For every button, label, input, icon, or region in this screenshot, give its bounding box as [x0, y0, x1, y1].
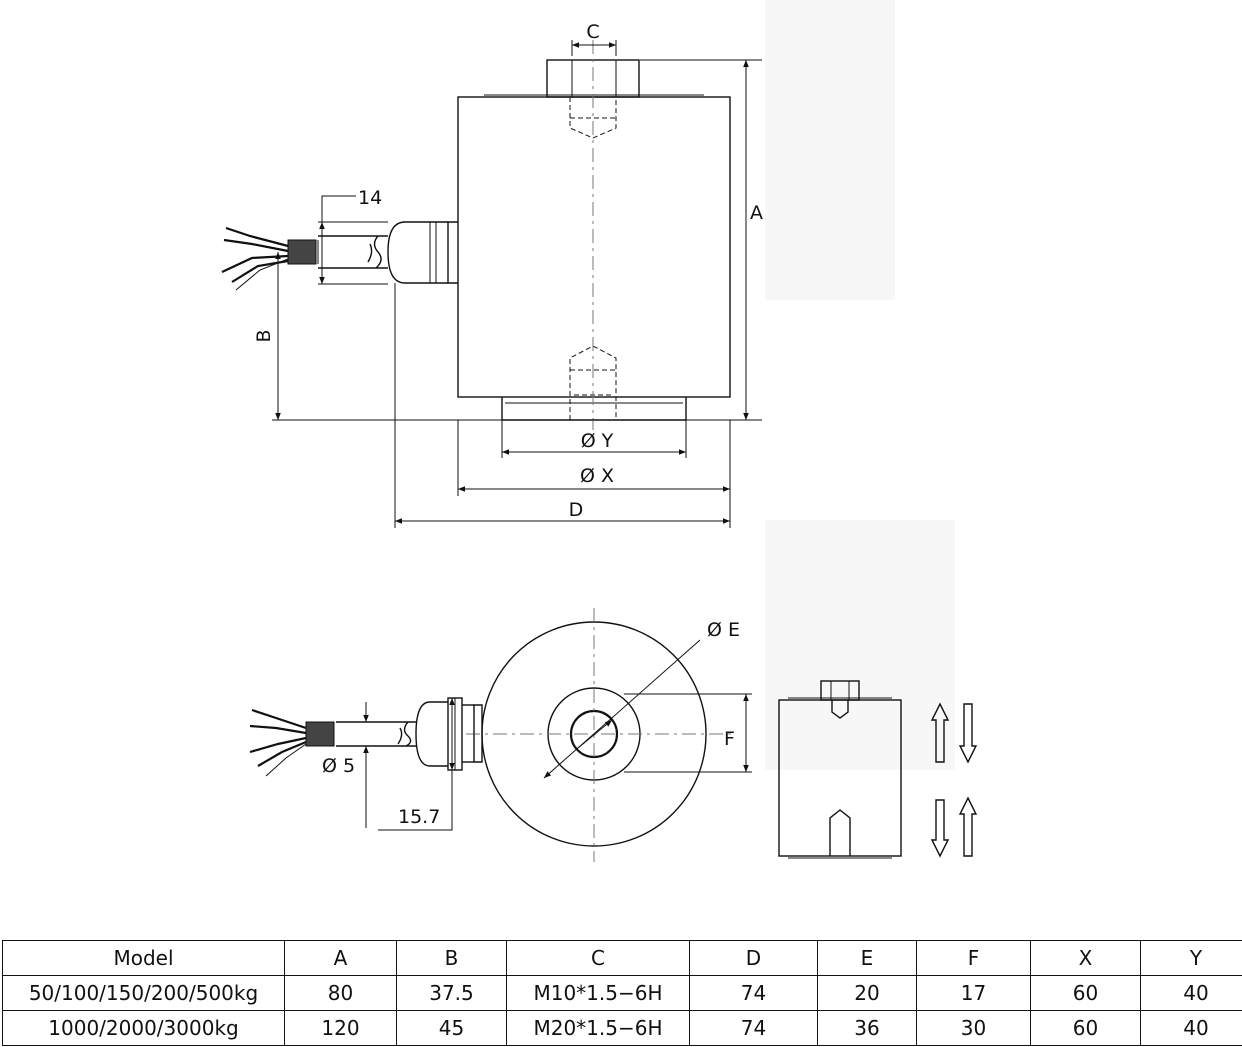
load-cell-body	[457, 96, 731, 398]
gland-nut	[447, 221, 458, 284]
header-cell: C	[506, 940, 690, 976]
table-row: 1000/2000/3000kg 120 45 M20*1.5−6H 74 36…	[2, 1010, 1242, 1046]
cable-sleeve	[287, 239, 317, 265]
load-cell-technical-drawing: C A B 14 Ø Y Ø X D	[221, 0, 978, 862]
scan-artifact	[765, 520, 955, 770]
dim-label-dia-e: Ø E	[707, 619, 740, 641]
cable-sleeve	[305, 721, 335, 747]
header-cell: Y	[1140, 940, 1242, 976]
front-view: C A B 14 Ø Y Ø X D	[221, 21, 763, 528]
dim-label-a: A	[750, 202, 763, 224]
table-cell: 36	[817, 1010, 917, 1046]
small-side-view	[778, 680, 978, 859]
table-cell: 60	[1030, 975, 1141, 1011]
dim-label-c: C	[586, 21, 599, 43]
arrow-up-icon	[958, 796, 978, 857]
header-cell: D	[689, 940, 818, 976]
table-cell: 74	[689, 975, 818, 1011]
table-cell: 17	[916, 975, 1031, 1011]
table-cell: M10*1.5−6H	[506, 975, 690, 1011]
wire	[225, 226, 289, 248]
specification-table: Model A B C D E F X Y 50/100/150/200/500…	[2, 940, 1242, 1046]
small-bottom-hole	[829, 809, 851, 856]
table-header-row: Model A B C D E F X Y	[2, 940, 1242, 976]
small-top-stud	[820, 680, 860, 701]
dim-label-dia-cable: Ø 5	[322, 755, 355, 777]
dim-label-dia-x: Ø X	[580, 465, 614, 487]
header-cell: F	[916, 940, 1031, 976]
dim-label-cable-width: 14	[358, 187, 382, 209]
arrow-down-icon	[930, 799, 950, 858]
dim-label-d: D	[569, 499, 584, 521]
table-cell: 1000/2000/3000kg	[2, 1010, 285, 1046]
table-cell: 45	[396, 1010, 507, 1046]
dim-label-gland-offset: 15.7	[398, 806, 440, 828]
table-cell: 30	[916, 1010, 1031, 1046]
header-cell: Model	[2, 940, 285, 976]
top-view: Ø E F Ø 5 15.7	[249, 608, 752, 862]
table-cell: 40	[1140, 975, 1242, 1011]
wire	[251, 708, 307, 730]
header-cell: A	[284, 940, 397, 976]
table-row: 50/100/150/200/500kg 80 37.5 M10*1.5−6H …	[2, 975, 1242, 1011]
table-cell: M20*1.5−6H	[506, 1010, 690, 1046]
dim-label-b: B	[253, 329, 275, 342]
table-cell: 20	[817, 975, 917, 1011]
header-cell: X	[1030, 940, 1141, 976]
dim-label-f: F	[724, 728, 735, 750]
arrow-up-icon	[930, 702, 950, 763]
header-cell: B	[396, 940, 507, 976]
arrow-down-icon	[958, 703, 978, 764]
table-cell: 80	[284, 975, 397, 1011]
table-cell: 37.5	[396, 975, 507, 1011]
scan-artifact	[765, 0, 895, 300]
cable-gland	[387, 221, 448, 284]
table-cell: 74	[689, 1010, 818, 1046]
table-cell: 40	[1140, 1010, 1242, 1046]
table-cell: 120	[284, 1010, 397, 1046]
header-cell: E	[817, 940, 917, 976]
table-cell: 50/100/150/200/500kg	[2, 975, 285, 1011]
cable-gland	[415, 701, 448, 767]
table-cell: 60	[1030, 1010, 1141, 1046]
dim-label-dia-y: Ø Y	[581, 430, 614, 452]
